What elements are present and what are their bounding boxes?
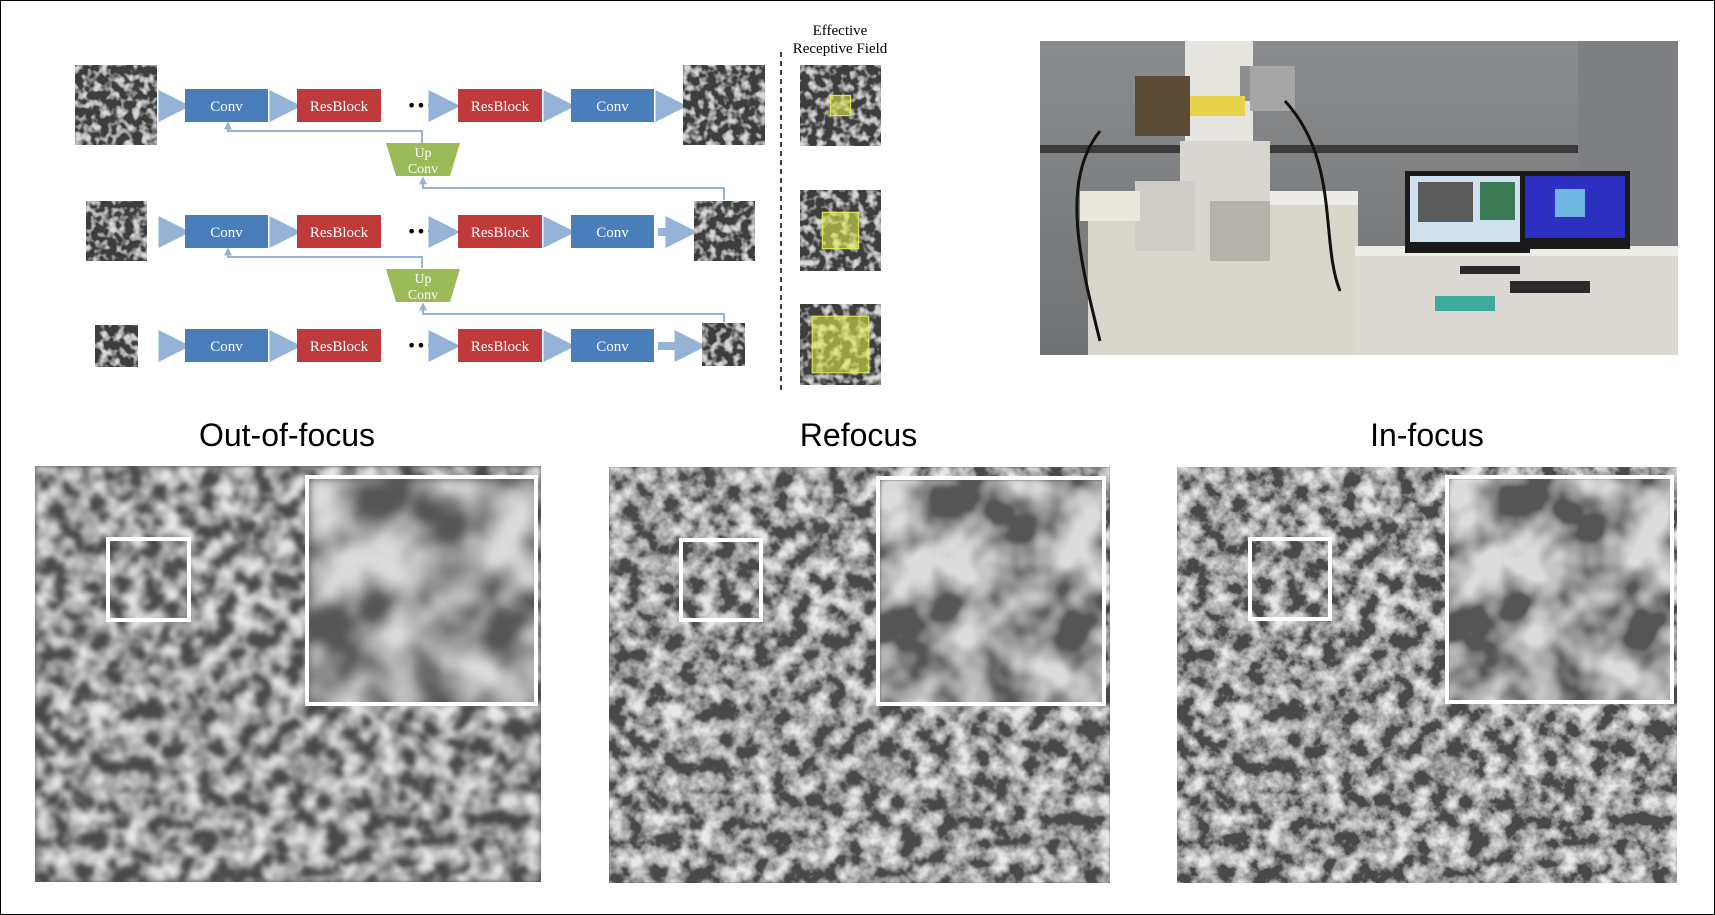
upconv-block: Up Conv [386,269,460,303]
zoom-inset [305,475,538,706]
svg-text:Conv: Conv [596,99,629,115]
output-image-half [694,201,755,261]
svg-text:Conv: Conv [596,339,629,355]
svg-text:Conv: Conv [210,99,243,115]
receptive-field-thumbnails [800,65,881,385]
svg-text:Conv: Conv [210,339,243,355]
receptive-field-highlight [811,315,870,374]
svg-text:Conv: Conv [210,225,243,241]
conv-block [571,215,654,248]
svg-text:ResBlock: ResBlock [310,225,369,241]
receptive-field-highlight [829,94,852,117]
resblock-block [297,89,381,122]
output-image-quarter [702,323,745,366]
conv-block [571,329,654,362]
svg-text:ResBlock: ResBlock [471,225,530,241]
panel-label: Refocus [799,417,918,453]
input-image-quarter [95,325,138,367]
sem-image-in-focus [1177,467,1677,883]
zoom-region-marker [106,537,191,622]
network-diagram: Conv ResBlock ••• ResBlock Conv Up Conv … [75,23,888,390]
panel-label: In-focus [1370,417,1484,453]
receptive-field-title: Effective [813,23,868,39]
zoom-inset [1445,475,1674,704]
svg-text:Conv: Conv [408,288,438,303]
svg-text:Up: Up [414,146,431,161]
receptive-field-highlight [821,211,860,250]
row-full-scale: Conv ResBlock ••• ResBlock Conv [158,65,765,145]
resblock-block [458,215,542,248]
receptive-field-title: Receptive Field [793,41,888,57]
panel-label: Out-of-focus [198,417,376,453]
row-half-scale: Conv ResBlock ••• ResBlock Conv [158,201,755,268]
conv-block [185,329,268,362]
row-quarter-scale: Conv ResBlock ••• ResBlock Conv [158,323,745,366]
svg-text:Up: Up [414,272,431,287]
ellipsis: ••• [407,222,435,241]
svg-text:ResBlock: ResBlock [471,99,530,115]
upconv-block: Up Conv [386,143,460,177]
svg-text:Conv: Conv [596,225,629,241]
resblock-block [297,329,381,362]
output-image-full [683,65,765,145]
ellipsis: ••• [407,336,435,355]
ellipsis: ••• [407,96,435,115]
conv-block [185,215,268,248]
zoom-region-marker [1248,537,1332,621]
conv-block [571,89,654,122]
resblock-block [297,215,381,248]
input-image-full [75,65,157,145]
svg-text:ResBlock: ResBlock [310,99,369,115]
svg-text:ResBlock: ResBlock [471,339,530,355]
input-image-half [86,201,147,261]
resblock-block [458,329,542,362]
zoom-inset [876,476,1106,706]
microscope-lab-photo [1040,41,1678,355]
svg-text:ResBlock: ResBlock [310,339,369,355]
zoom-region-marker [679,538,763,622]
resblock-block [458,89,542,122]
conv-block [185,89,268,122]
svg-text:Conv: Conv [408,162,438,177]
